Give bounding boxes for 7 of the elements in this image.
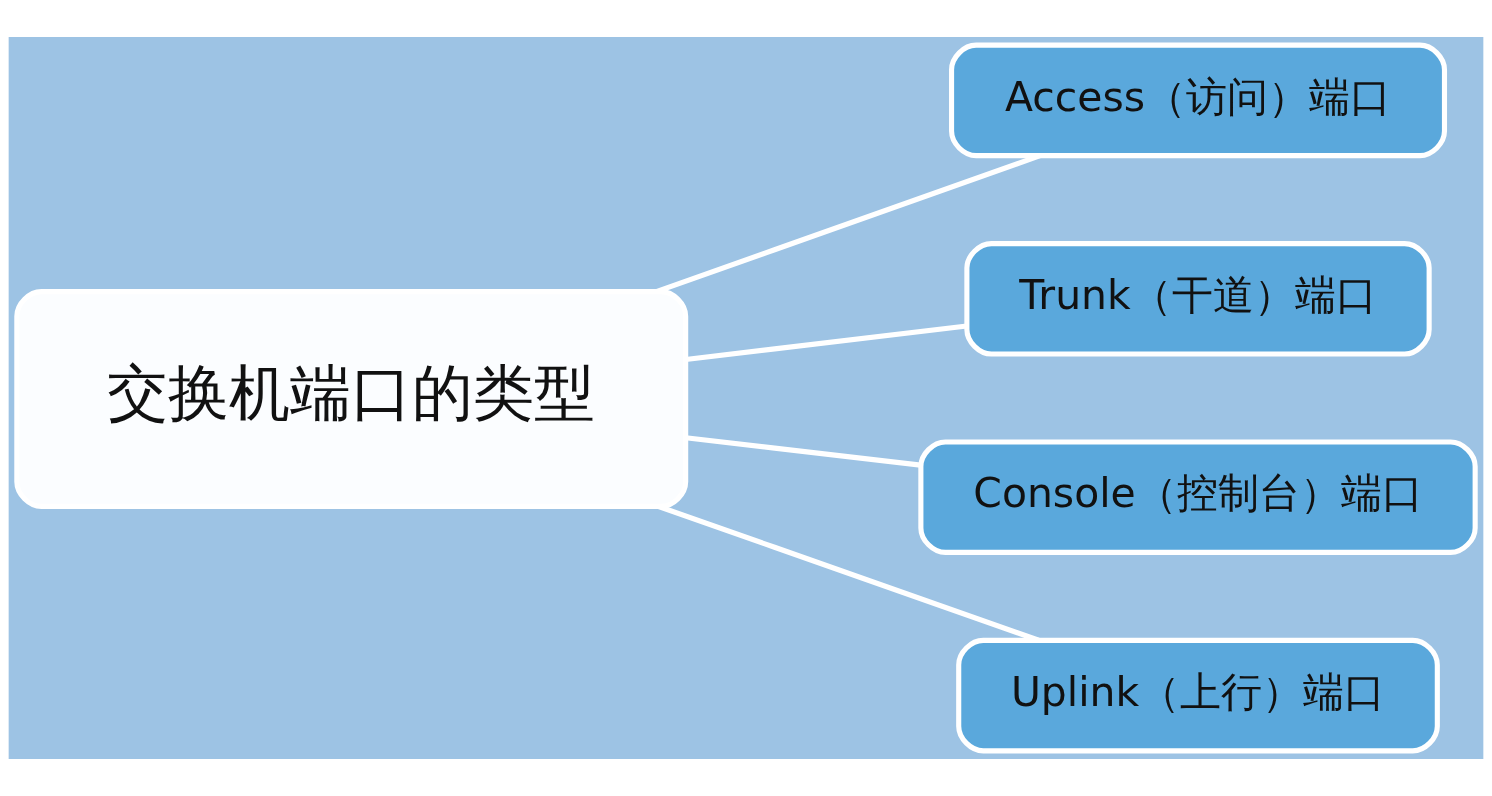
node-box: 交换机端口的类型 xyxy=(14,289,689,509)
connector xyxy=(685,323,968,363)
node-box: Access（访问）端口 xyxy=(949,42,1448,159)
node-box: Uplink（上行）端口 xyxy=(956,637,1440,754)
connector xyxy=(685,435,921,468)
node-box: Trunk（干道）端口 xyxy=(964,241,1432,357)
node-box: Console（控制台）端口 xyxy=(918,439,1478,555)
